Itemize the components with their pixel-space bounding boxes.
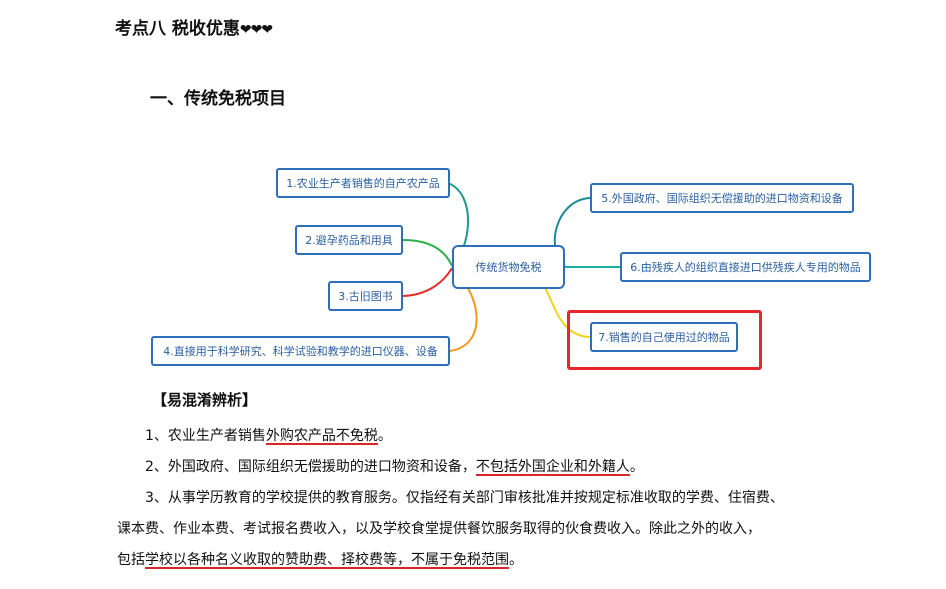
underlined-text: 不包括外国企业和外籍人 — [475, 459, 630, 475]
mindmap-center-node: 传统货物免税 — [452, 245, 565, 289]
topic-heading: 考点八 税收优惠❤❤❤ — [115, 19, 273, 39]
heart-icons: ❤❤❤ — [239, 22, 273, 38]
mindmap-node-2: 2.避孕药品和用具 — [295, 225, 403, 255]
confusion-item-3-line-3: 包括学校以各种名义收取的赞助费、择校费等，不属于免税范围。 — [117, 552, 523, 568]
confusion-item-1: 1、农业生产者销售外购农产品不免税。 — [145, 428, 392, 444]
mindmap-node-6: 6.由残疾人的组织直接进口供残疾人专用的物品 — [620, 252, 871, 282]
confusion-title: 【易混淆辨析】 — [152, 391, 258, 409]
confusion-item-3-line-1: 3、从事学历教育的学校提供的教育服务。仅指经有关部门审核批准并按规定标准收取的学… — [145, 490, 784, 506]
highlight-box — [567, 310, 762, 370]
confusion-item-2: 2、外国政府、国际组织无偿援助的进口物资和设备，不包括外国企业和外籍人。 — [145, 459, 644, 475]
mindmap-node-3: 3.古旧图书 — [328, 281, 403, 311]
mindmap-node-4: 4.直接用于科学研究、科学试验和教学的进口仪器、设备 — [151, 336, 450, 366]
underlined-text: 外购农产品不免税 — [265, 428, 378, 444]
mindmap-node-1: 1.农业生产者销售的自产农产品 — [276, 168, 450, 198]
connector-2 — [402, 239, 453, 267]
section-heading: 一、传统免税项目 — [150, 89, 286, 109]
mindmap-node-7: 7.销售的自己使用过的物品 — [590, 322, 738, 352]
confusion-item-3-line-2: 课本费、作业本费、考试报名费收入，以及学校食堂提供餐饮服务取得的伙食费收入。除此… — [117, 521, 761, 537]
connector-7 — [544, 287, 591, 338]
mindmap-node-5: 5.外国政府、国际组织无偿援助的进口物资和设备 — [590, 183, 854, 213]
connector-3 — [402, 267, 453, 297]
underlined-text: 学校以各种名义收取的赞助费、择校费等，不属于免税范围 — [145, 552, 509, 568]
